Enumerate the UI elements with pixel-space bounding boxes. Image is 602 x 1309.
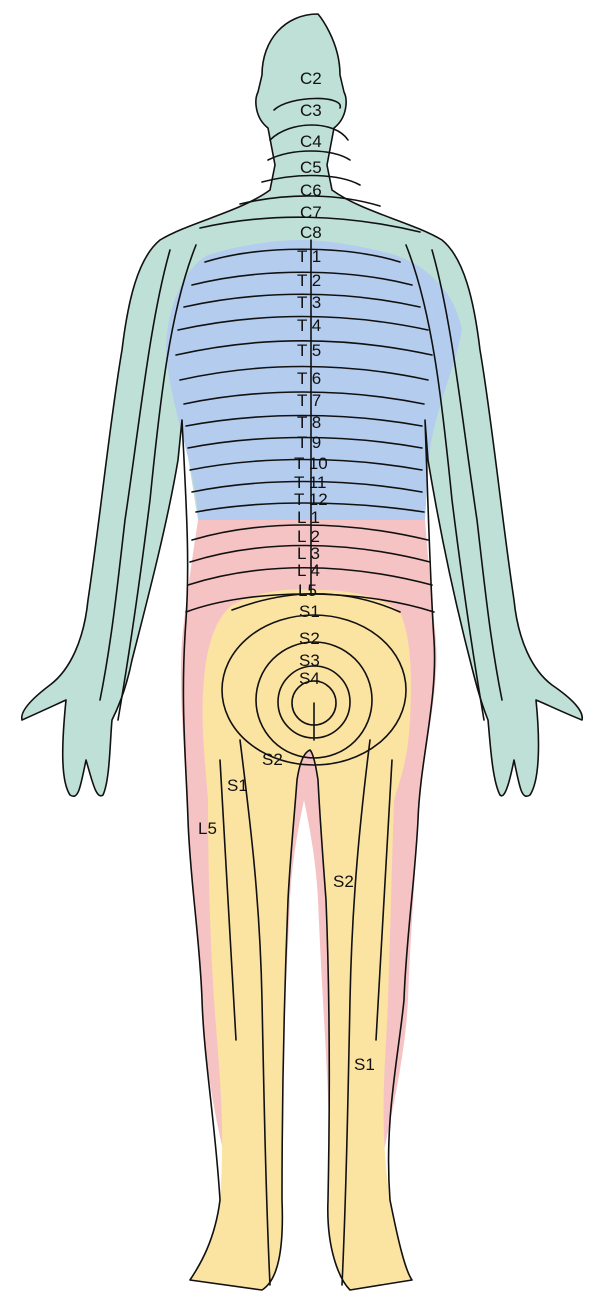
label-c5: C5 [300, 158, 322, 177]
label-t12: T 12 [294, 490, 328, 509]
label-s2-right-leg: S2 [333, 872, 354, 891]
label-t8: T 8 [297, 413, 321, 432]
label-l3: L 3 [297, 544, 320, 563]
sacral-region [190, 589, 412, 1290]
label-t2: T 2 [297, 271, 321, 290]
label-t7: T 7 [297, 391, 321, 410]
label-c4: C4 [300, 132, 322, 151]
label-s2: S2 [299, 629, 320, 648]
label-t6: T 6 [297, 369, 321, 388]
label-l4: L 4 [297, 561, 320, 580]
label-l5: L5 [298, 581, 317, 600]
label-l2: L 2 [297, 527, 320, 546]
label-s4: S4 [299, 669, 320, 688]
label-t1: T 1 [297, 247, 321, 266]
dermatome-labels: C2 C3 C4 C5 C6 C7 C8 T 1 T 2 T 3 T 4 T 5… [198, 69, 375, 1074]
label-c3: C3 [300, 101, 322, 120]
label-c6: C6 [300, 181, 322, 200]
label-s1-right-leg: S1 [354, 1055, 375, 1074]
label-s2-left-thigh: S2 [262, 750, 283, 769]
thoracic-region [166, 240, 462, 520]
label-t3: T 3 [297, 293, 321, 312]
label-s1-left-thigh: S1 [227, 776, 248, 795]
label-t11: T 11 [294, 473, 326, 492]
label-l1: L 1 [297, 508, 320, 527]
label-l5-left-leg: L5 [198, 819, 217, 838]
label-t5: T 5 [297, 341, 321, 360]
label-t9: T 9 [297, 433, 321, 452]
label-s3: S3 [299, 651, 320, 670]
label-c7: C7 [300, 203, 322, 222]
label-s1: S1 [299, 602, 320, 621]
label-t10: T 10 [294, 454, 328, 473]
label-c2: C2 [300, 69, 322, 88]
dermatome-boundaries [99, 97, 503, 1286]
label-c8: C8 [300, 223, 322, 242]
body-outline [21, 13, 583, 1291]
label-t4: T 4 [297, 316, 321, 335]
